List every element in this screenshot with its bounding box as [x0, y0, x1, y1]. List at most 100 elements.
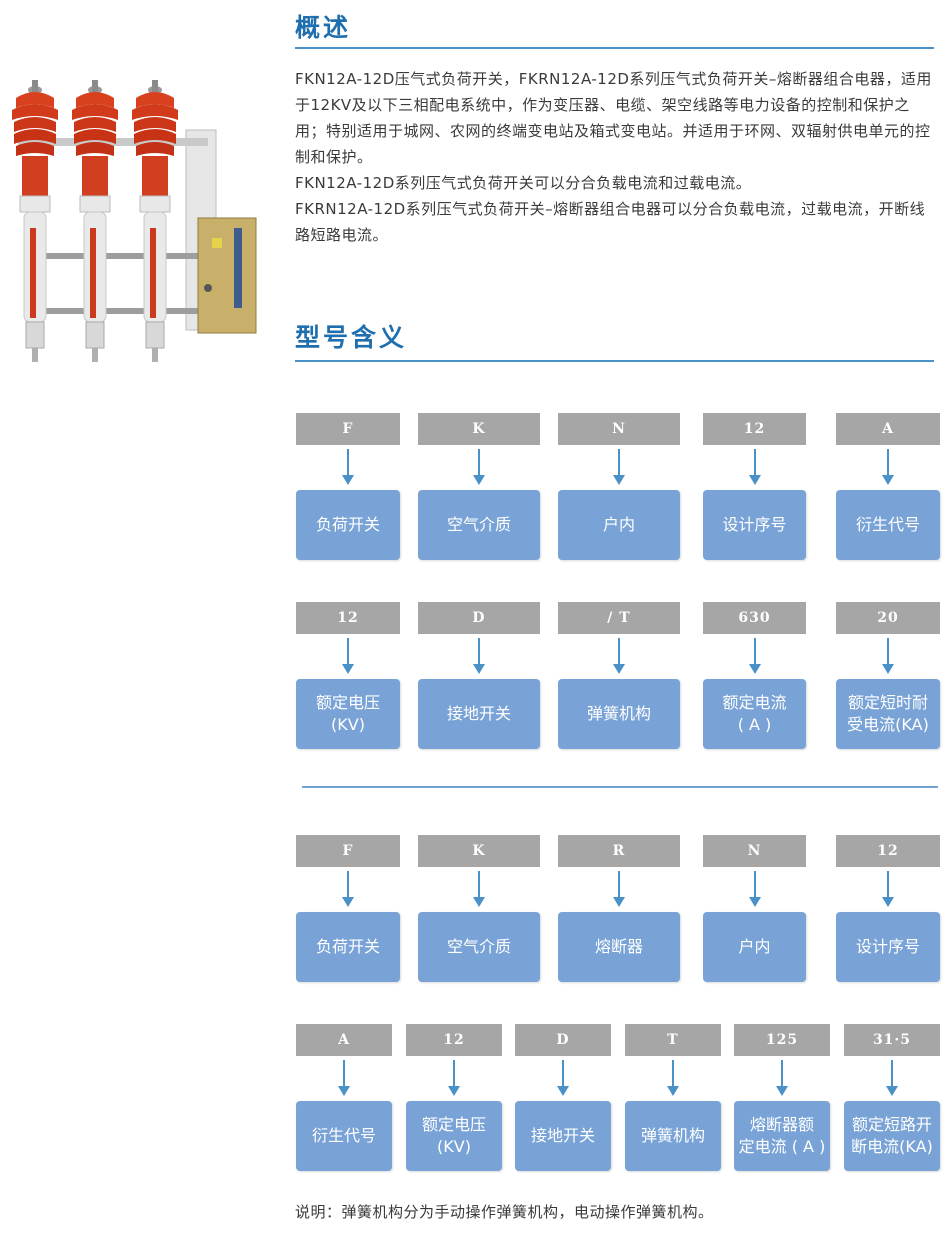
model-code-box: F [296, 413, 400, 445]
down-arrow-icon [748, 638, 761, 674]
model-meaning-line: 额定电压 [315, 693, 380, 712]
model-meaning-box: 弹簧机构 [558, 679, 680, 749]
down-arrow-icon [338, 1060, 350, 1096]
overview-heading: 概述 [295, 13, 352, 42]
down-arrow-icon [667, 1060, 679, 1096]
model-meaning-box: 接地开关 [515, 1101, 611, 1171]
overview-paragraph: FKN12A-12D压气式负荷开关，FKRN12A-12D系列压气式负荷开关–熔… [295, 70, 932, 166]
model-meaning-line: 户内 [602, 515, 635, 534]
model-meaning-box: 额定短时耐受电流(KA) [836, 679, 940, 749]
model-meaning-line: 弹簧机构 [640, 1126, 705, 1145]
model-meaning-box: 额定电压 (KV) [406, 1101, 502, 1171]
model-meaning-box: 衍生代号 [836, 490, 940, 560]
model-meaning-line: ( A ) [737, 715, 772, 734]
model-code-box: N [558, 413, 680, 445]
model-meaning-box: 衍生代号 [296, 1101, 392, 1171]
model-code-box: 125 [734, 1024, 830, 1056]
model-code-box: A [836, 413, 940, 445]
model-code-box: 20 [836, 602, 940, 634]
model-meaning-box: 额定电压 (KV) [296, 679, 400, 749]
model-meaning-box: 设计序号 [703, 490, 806, 560]
model-code-box: D [418, 602, 540, 634]
model-code-box: 12 [406, 1024, 502, 1056]
model-meaning-line: 额定电压 [421, 1115, 486, 1134]
model-code-box: K [418, 835, 540, 867]
model-meaning-line: 接地开关 [446, 704, 511, 723]
model-meaning-line: 断电流(KA) [851, 1137, 933, 1156]
down-arrow-icon [882, 638, 894, 674]
down-arrow-icon [748, 871, 761, 907]
down-arrow-icon [613, 638, 625, 674]
model-meaning-box: 接地开关 [418, 679, 540, 749]
down-arrow-icon [473, 638, 485, 674]
down-arrow-icon [882, 871, 894, 907]
model-code-box: D [515, 1024, 611, 1056]
model-meaning-line: 设计序号 [722, 515, 787, 534]
model-meaning-box: 户内 [558, 490, 680, 560]
model-meaning-line: 户内 [738, 937, 771, 956]
model-code-box: A [296, 1024, 392, 1056]
model-heading: 型号含义 [295, 323, 408, 352]
model-meaning-line: 额定电流 [722, 693, 787, 712]
model-meaning-line: 设计序号 [855, 937, 920, 956]
model-meaning-line: 空气介质 [446, 515, 511, 534]
down-arrow-icon [342, 871, 354, 907]
down-arrow-icon [473, 449, 485, 485]
footnote: 说明：弹簧机构分为手动操作弹簧机构，电动操作弹簧机构。 [295, 1203, 714, 1221]
model-code-box: N [703, 835, 806, 867]
model-meaning-line: 接地开关 [530, 1126, 595, 1145]
model-meaning-box: 额定短路开断电流(KA) [844, 1101, 940, 1171]
model-meaning-box: 户内 [703, 912, 806, 982]
model-meaning-box: 额定电流 ( A ) [703, 679, 806, 749]
down-arrow-icon [613, 871, 625, 907]
model-meaning-box: 负荷开关 [296, 490, 400, 560]
overview-paragraph: FKRN12A-12D系列压气式负荷开关–熔断器组合电器可以分合负载电流，过载电… [295, 200, 926, 244]
model-meaning-line: (KV) [437, 1137, 471, 1156]
down-arrow-icon [776, 1060, 788, 1096]
model-code-box: T [625, 1024, 721, 1056]
overview-heading-underline [295, 47, 934, 49]
overview-paragraph: FKN12A-12D系列压气式负荷开关可以分合负载电流和过载电流。 [295, 174, 752, 192]
model-meaning-line: 受电流(KA) [847, 715, 929, 734]
model-meaning-box: 弹簧机构 [625, 1101, 721, 1171]
down-arrow-icon [748, 449, 761, 485]
down-arrow-icon [448, 1060, 460, 1096]
model-code-box: 12 [703, 413, 806, 445]
model-meaning-line: 负荷开关 [315, 937, 380, 956]
model-meaning-line: 定电流 ( A ) [738, 1137, 826, 1156]
model-meaning-box: 空气介质 [418, 912, 540, 982]
model-code-box: 630 [703, 602, 806, 634]
down-arrow-icon [342, 638, 354, 674]
model-code-box: 12 [836, 835, 940, 867]
down-arrow-icon [342, 449, 354, 485]
model-meaning-line: 空气介质 [446, 937, 511, 956]
model-meaning-line: 衍生代号 [311, 1126, 376, 1145]
model-heading-underline [295, 360, 934, 362]
model-meaning-box: 设计序号 [836, 912, 940, 982]
down-arrow-icon [613, 449, 625, 485]
model-meaning-box: 熔断器 [558, 912, 680, 982]
model-code-box: R [558, 835, 680, 867]
model-meaning-box: 负荷开关 [296, 912, 400, 982]
model-meaning-line: 衍生代号 [855, 515, 920, 534]
model-meaning-line: 熔断器额 [749, 1115, 814, 1134]
down-arrow-icon [557, 1060, 569, 1096]
down-arrow-icon [882, 449, 894, 485]
model-code-box: 31·5 [844, 1024, 940, 1056]
down-arrow-icon [886, 1060, 898, 1096]
model-code-box: 12 [296, 602, 400, 634]
model-meaning-box: 空气介质 [418, 490, 540, 560]
model-meaning-line: 弹簧机构 [586, 704, 651, 723]
model-meaning-line: 额定短路开 [851, 1115, 932, 1134]
model-code-box: F [296, 835, 400, 867]
model-meaning-line: 熔断器 [594, 937, 643, 956]
down-arrow-icon [473, 871, 485, 907]
load-break-switch-photo-icon [12, 79, 257, 363]
model-meaning-line: 负荷开关 [315, 515, 380, 534]
overview-text: FKN12A-12D压气式负荷开关，FKRN12A-12D系列压气式负荷开关–熔… [295, 66, 940, 248]
model-code-box: / T [558, 602, 680, 634]
model-meaning-box: 熔断器额定电流 ( A ) [734, 1101, 830, 1171]
model-code-box: K [418, 413, 540, 445]
model-meaning-line: (KV) [331, 715, 365, 734]
diagram-divider [302, 786, 938, 788]
